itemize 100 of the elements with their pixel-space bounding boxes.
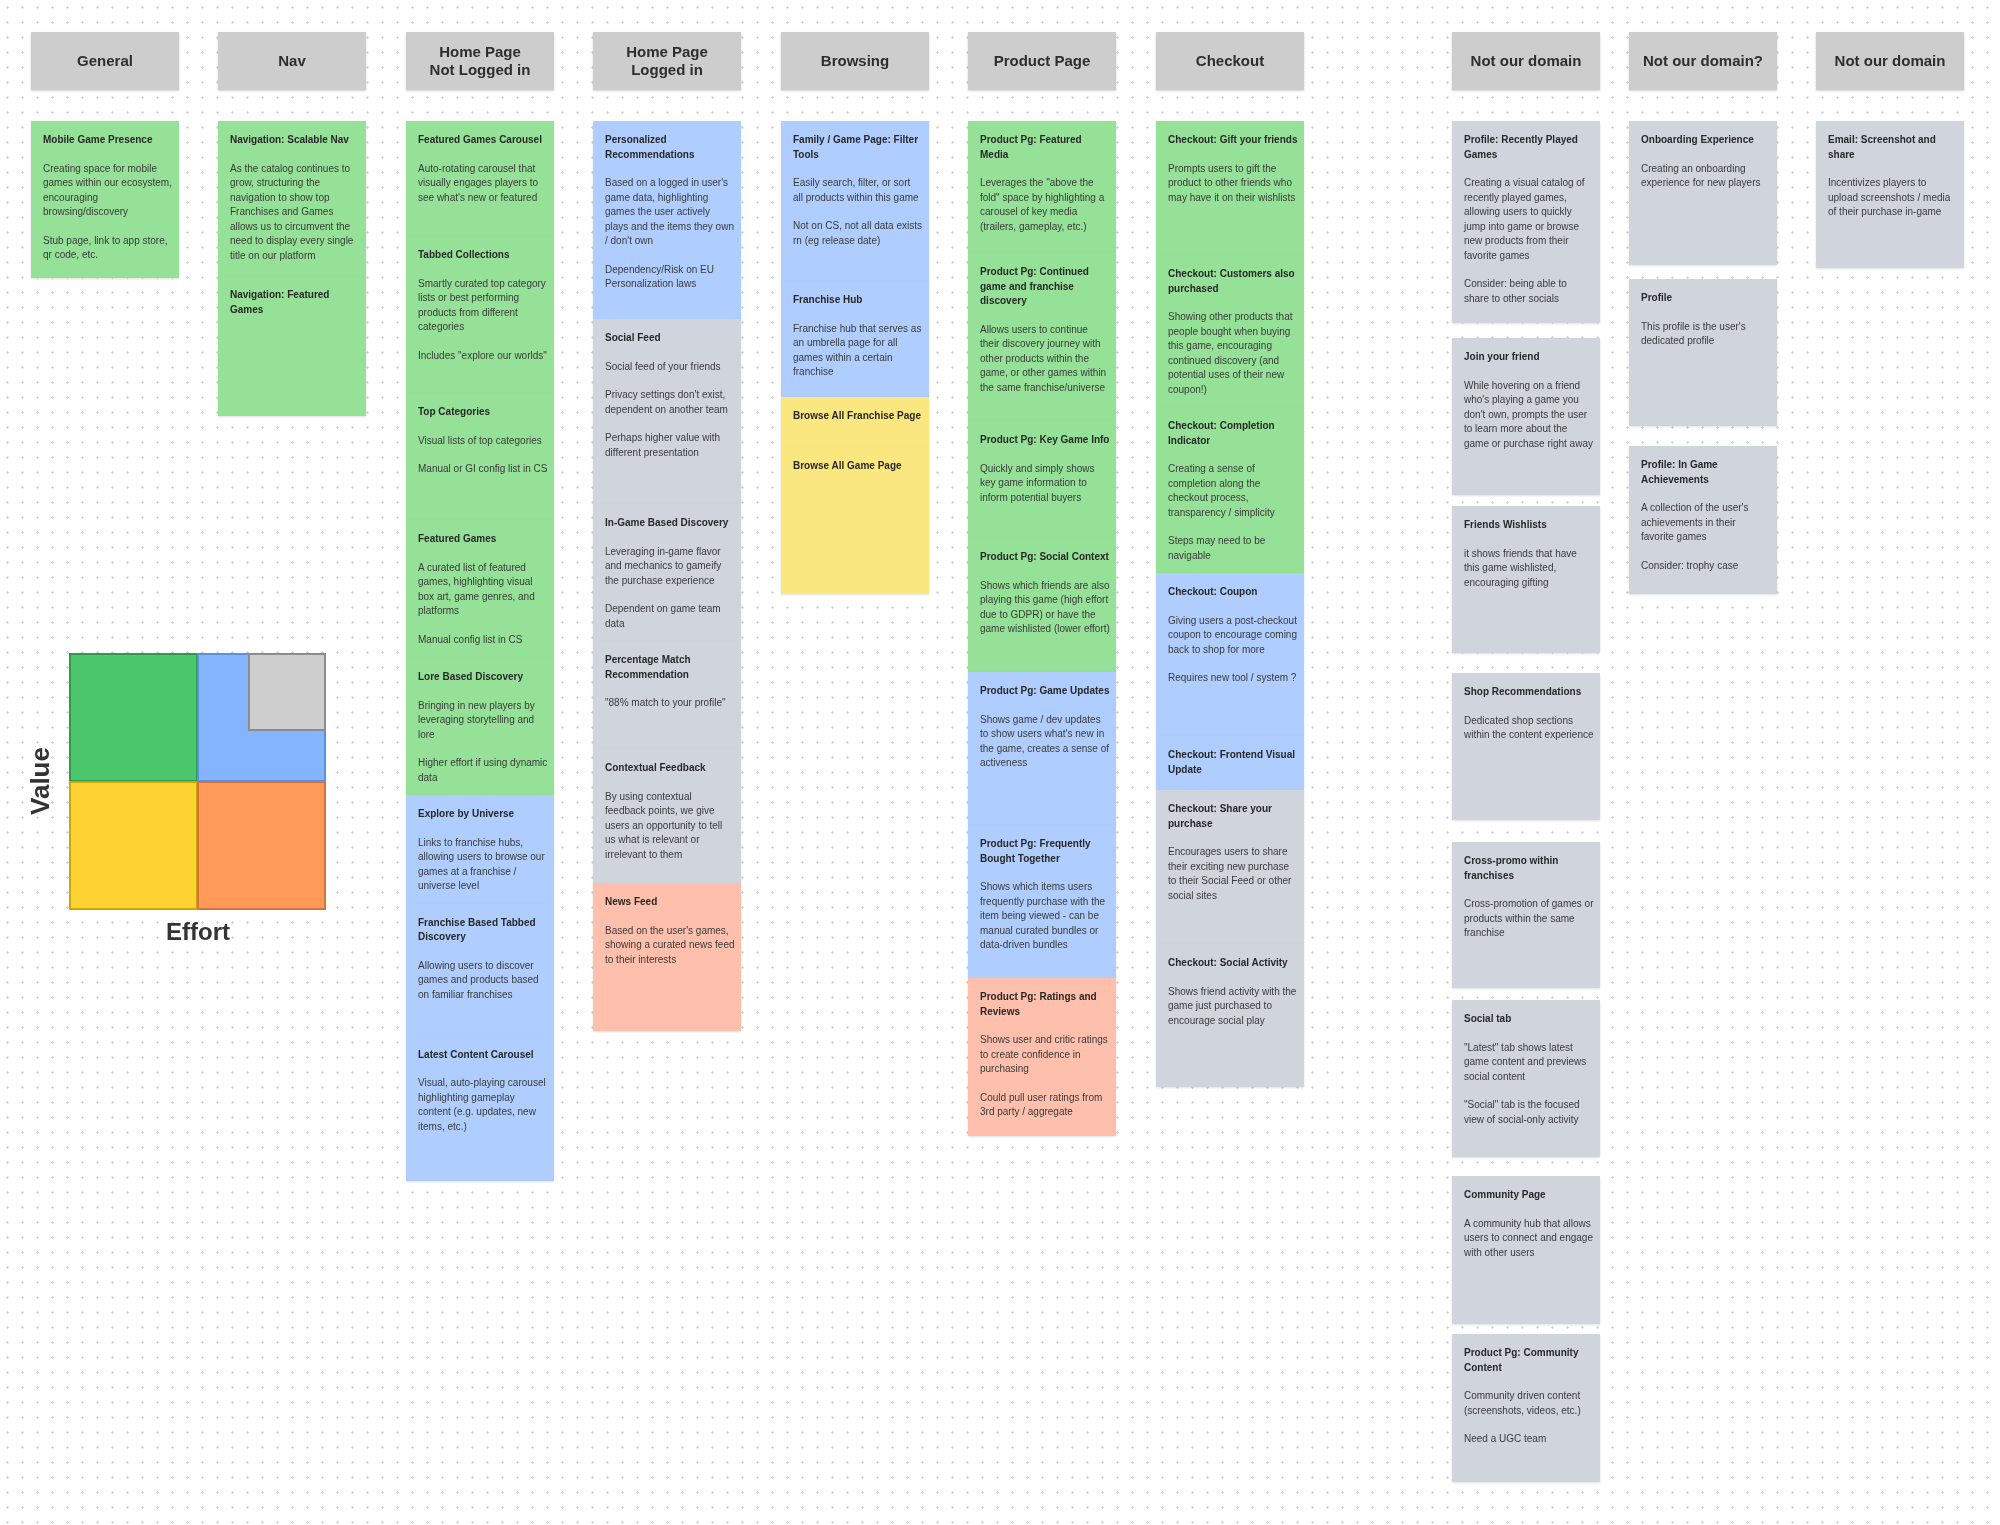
column-header: Not our domain xyxy=(1816,32,1964,90)
note-title: Featured Games Carousel xyxy=(418,133,543,147)
sticky-note xyxy=(1156,573,1304,736)
note-text: Visual lists of top categories xyxy=(418,433,543,448)
sticky-note xyxy=(781,397,929,447)
column-header: Browsing xyxy=(781,32,929,90)
note-text: Dedicated shop sections within the content experience xyxy=(1464,713,1594,742)
note-title: Product Pg: Frequently Bought Together xyxy=(980,837,1092,866)
note-title: Join your friend xyxy=(1464,350,1541,364)
note-text: it shows friends that have this game wishlisted, encouraging gifting xyxy=(1464,546,1578,590)
note-text: Includes "explore our worlds" xyxy=(418,348,548,363)
note-text: "88% match to your profile" xyxy=(605,696,727,710)
note-text: Consider: trophy case xyxy=(1641,558,1740,573)
axis-label: Value xyxy=(25,747,55,815)
sticky-note xyxy=(1452,1334,1600,1482)
note-text: Allowing users to discover games and products based on familiar franchises xyxy=(418,958,540,1002)
column-header: Nav xyxy=(218,32,366,90)
note-text: Dependent on game team data xyxy=(605,602,722,631)
column-header: Home Page Logged in xyxy=(593,32,741,90)
note-title: Franchise Hub xyxy=(793,293,864,307)
sticky-note xyxy=(1156,407,1304,573)
sticky-note xyxy=(406,121,554,236)
note-text: Smartly curated top category lists or best performing products from different categories xyxy=(418,276,547,334)
note-title: Product Pg: Featured Media xyxy=(980,133,1083,162)
note-text: Shows which items users frequently purchase with the item being viewed - can be manual curated bundles or data-driven bundles xyxy=(980,880,1107,952)
sticky-note xyxy=(1452,1176,1600,1324)
note-text: Visual, auto-playing carousel highlighting gameplay content (e.g. updates, new items, etc.) xyxy=(418,1076,547,1134)
sticky-note xyxy=(406,1035,554,1181)
note-text: Stub page, link to app store, qr code, etc. xyxy=(43,233,169,262)
note-title: Percentage Match Recommendation xyxy=(605,653,692,682)
sticky-note xyxy=(968,121,1116,253)
note-title: Checkout: Social Activity xyxy=(1168,956,1289,970)
note-title: Shop Recommendations xyxy=(1464,685,1583,699)
note-text: Shows friend activity with the game just purchased to encourage social play xyxy=(1168,984,1298,1028)
note-text: Quickly and simply shows key game information to inform potential buyers xyxy=(980,461,1096,505)
note-text: A curated list of featured games, highlighting visual box art, game genres, and platforms xyxy=(418,560,536,618)
note-title: Checkout: Share your purchase xyxy=(1168,802,1273,831)
note-title: News Feed xyxy=(605,895,659,909)
sticky-note xyxy=(1452,673,1600,820)
note-text: Franchise hub that serves as an umbrella page for all games within a certain franchise xyxy=(793,321,923,379)
column-header: Checkout xyxy=(1156,32,1304,90)
note-title: Family / Game Page: Filter Tools xyxy=(793,133,920,162)
note-title: Community Page xyxy=(1464,1188,1547,1202)
note-title: Navigation: Scalable Nav xyxy=(230,133,350,147)
note-text: Shows game / dev updates to show users what's new in the game, creates a sense of activeness xyxy=(980,712,1110,770)
note-title: Cross-promo within franchises xyxy=(1464,854,1560,883)
sticky-note xyxy=(218,121,366,276)
note-title: Social Feed xyxy=(605,331,662,345)
sticky-note xyxy=(406,658,554,795)
sticky-note xyxy=(1452,121,1600,323)
sticky-note xyxy=(1816,121,1964,268)
note-title: Checkout: Completion Indicator xyxy=(1168,419,1276,448)
note-title: Product Pg: Community Content xyxy=(1464,1346,1580,1375)
note-text: Steps may need to be navigable xyxy=(1168,534,1267,563)
column-header: General xyxy=(31,32,179,90)
note-title: Latest Content Carousel xyxy=(418,1047,535,1062)
sticky-note xyxy=(1629,279,1777,426)
note-text: Consider: being able to share to other socials xyxy=(1464,277,1568,306)
note-title: Lore Based Discovery xyxy=(418,670,525,684)
note-text: Encourages users to share their exciting new purchase to their Social Feed or other social sites xyxy=(1168,845,1293,903)
note-title: Profile: Recently Played Games xyxy=(1464,133,1579,162)
sticky-note xyxy=(406,795,554,904)
column-header: Not our domain? xyxy=(1629,32,1777,90)
sticky-note xyxy=(593,749,741,883)
note-text: Bringing in new players by leveraging storytelling and lore xyxy=(418,698,536,742)
note-title: Browse All Game Page xyxy=(793,459,903,473)
note-text: Need a UGC team xyxy=(1464,1432,1548,1446)
sticky-note xyxy=(968,978,1116,1136)
note-title: Product Pg: Game Updates xyxy=(980,684,1110,698)
note-text: Shows user and critic ratings to create confidence in purchasing xyxy=(980,1033,1109,1076)
sticky-note xyxy=(1156,944,1304,1087)
note-title: Product Pg: Ratings and Reviews xyxy=(980,990,1098,1019)
note-text: Leveraging in-game flavor and mechanics to gameify the purchase experience xyxy=(605,544,723,588)
sticky-note xyxy=(31,121,179,278)
column-header: Product Page xyxy=(968,32,1116,90)
note-title: Product Pg: Social Context xyxy=(980,550,1110,564)
note-title: Contextual Feedback xyxy=(605,761,707,775)
note-text: Leverages the "above the fold" space by highlighting a carousel of key media (trailers, gameplay, etc.) xyxy=(980,176,1106,234)
note-title: Profile: In Game Achievements xyxy=(1641,458,1719,487)
note-text: Based on a logged in user's game data, highlighting games the user actively plays and the items they own / don't own xyxy=(605,176,735,248)
note-text: Easily search, filter, or sort all products within this game xyxy=(793,176,920,205)
sticky-note xyxy=(1156,790,1304,944)
note-text: Auto-rotating carousel that visually engages players to see what's new or featured xyxy=(418,161,540,205)
note-text: Community driven content (screenshots, videos, etc.) xyxy=(1464,1389,1582,1418)
sticky-note xyxy=(1629,121,1777,265)
note-text: Not on CS, not all data exists rn (eg release date) xyxy=(793,219,923,248)
note-text: Creating a visual catalog of recently played games, allowing users to quickly jump into game or browse new products from their favorite games xyxy=(1464,176,1586,263)
note-text: Creating an onboarding experience for new players xyxy=(1641,161,1762,190)
note-title: Checkout: Coupon xyxy=(1168,585,1259,599)
note-text: "Latest" tab shows latest game content and previews social content xyxy=(1464,1040,1588,1084)
note-title: Friends Wishlists xyxy=(1464,518,1548,532)
note-text: Allows users to continue their discovery journey with other products within the game, or other games within the same franchise/universe xyxy=(980,322,1108,395)
note-title: Browse All Franchise Page xyxy=(793,409,922,423)
sticky-note xyxy=(593,121,741,319)
note-text: Manual config list in CS xyxy=(418,632,524,647)
note-text: Creating a sense of completion along the checkout process, transparency / simplicity xyxy=(1168,462,1276,520)
note-title: Navigation: Featured Games xyxy=(230,288,331,317)
note-text: Requires new tool / system ? xyxy=(1168,671,1298,685)
sticky-note xyxy=(1629,446,1777,594)
sticky-note xyxy=(968,825,1116,978)
